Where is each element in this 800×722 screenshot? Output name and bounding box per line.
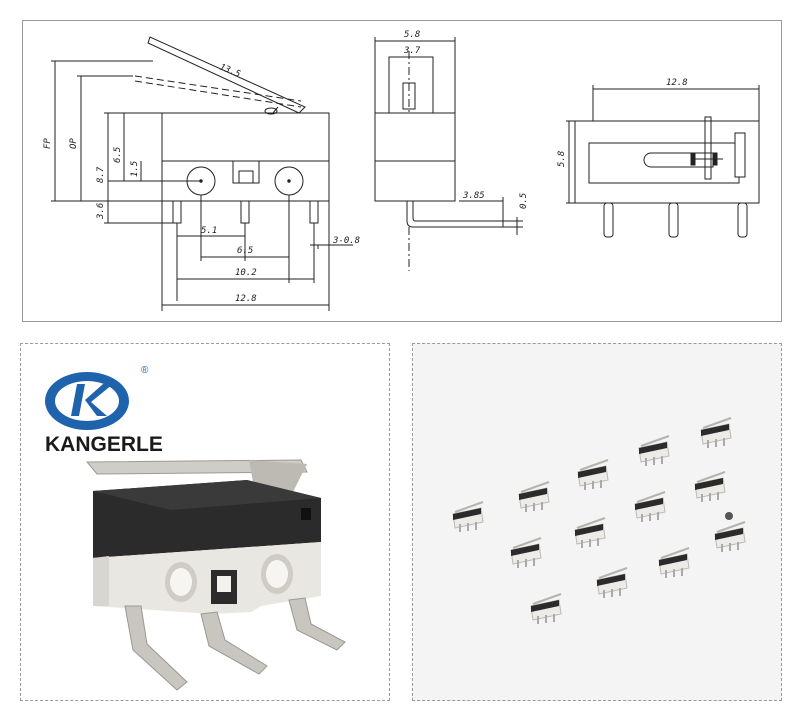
dim-fp: FP <box>43 138 53 149</box>
dim-pin-width: 3-0.8 <box>332 236 360 246</box>
dim-hole-height: 6.5 <box>113 147 123 163</box>
dim-pin-bend: 3.85 <box>462 191 485 201</box>
dim-top-height: 5.8 <box>557 151 567 167</box>
technical-drawing: 13.5 FP OP 8.7 6.5 1.5 3.6 5.1 6.5 10.2 … <box>43 30 760 311</box>
kangerle-logo-icon <box>45 372 129 430</box>
technical-drawing-panel: 13.5 FP OP 8.7 6.5 1.5 3.6 5.1 6.5 10.2 … <box>22 20 782 322</box>
micro-switch-photo <box>85 459 346 691</box>
dim-pin-height: 3.6 <box>96 203 106 220</box>
dim-top-length: 12.8 <box>666 78 688 88</box>
dim-op: OP <box>69 138 79 149</box>
dim-body-height: 8.7 <box>96 166 106 183</box>
dim-small-height: 1.5 <box>130 161 140 177</box>
dim-front-inner: 3.7 <box>403 46 421 56</box>
brand-name: KANGERLE <box>45 433 163 456</box>
dim-pin-pitch-2: 6.5 <box>237 246 253 256</box>
product-photo-panel: ® KANGERLE <box>20 343 390 701</box>
top-view <box>566 85 760 238</box>
product-photo: ® KANGERLE <box>45 365 346 691</box>
front-view <box>374 37 523 271</box>
dim-hole-span: 10.2 <box>235 268 257 278</box>
dim-body-length: 12.8 <box>235 294 257 304</box>
dim-pin-thickness: 0.5 <box>519 193 529 209</box>
dim-front-width: 5.8 <box>404 30 420 40</box>
registered-mark: ® <box>141 365 149 376</box>
dim-pin-pitch-1: 5.1 <box>201 226 217 236</box>
side-view <box>51 36 353 311</box>
switch-cluster <box>452 417 746 625</box>
assorted-switches-panel <box>412 343 782 701</box>
assorted-switches-photo <box>452 417 746 625</box>
